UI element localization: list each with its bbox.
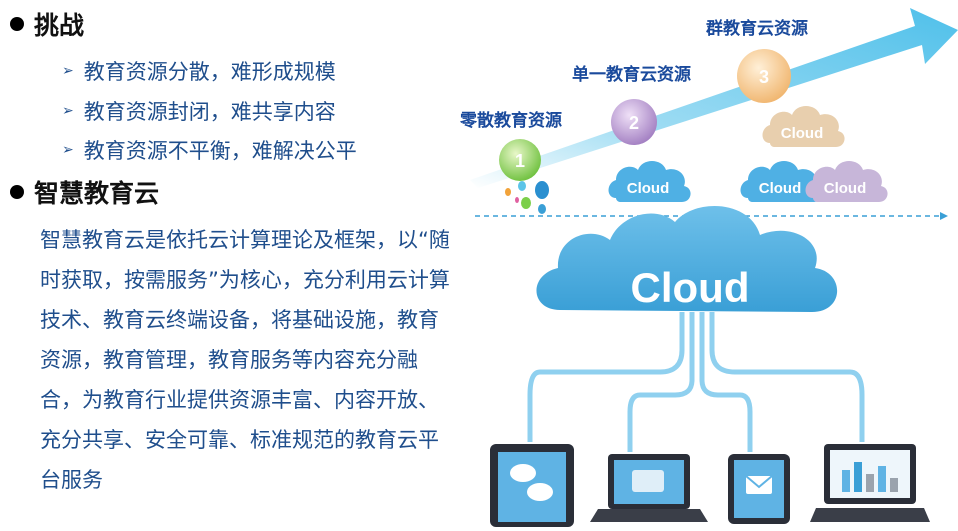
cloud-diagram: 1 2 3 Cloud Cloud Cloud Cloud [460, 0, 958, 527]
main-cloud: Cloud [536, 206, 838, 312]
stage-1-ball [499, 139, 541, 181]
challenge-heading: 挑战 [10, 6, 84, 42]
laptop-device-icon [590, 454, 708, 522]
smart-cloud-description: 智慧教育云是依托云计算理论及框架，以“随时获取，按需服务”为核心，充分利用云计算… [40, 228, 450, 492]
challenge-item: ➢ 教育资源封闭，难共享内容 [62, 96, 336, 126]
monitor-device-icon [810, 444, 930, 522]
main-cloud-label: Cloud [631, 264, 750, 311]
stage-2-number: 2 [629, 113, 639, 133]
stage-1-label: 零散教育资源 [460, 111, 562, 131]
small-cloud-stage-3-purple: Cloud [805, 161, 888, 202]
phone-device-icon [728, 454, 790, 524]
smart-cloud-title: 智慧教育云 [34, 179, 160, 208]
arrow-bullet-icon: ➢ [62, 142, 74, 158]
small-cloud-label: Cloud [781, 125, 824, 142]
growth-arrow [470, 8, 958, 188]
stage-2-label: 单一教育云资源 [572, 65, 691, 85]
connector-lines [527, 312, 865, 452]
small-cloud-label: Cloud [759, 180, 802, 197]
small-cloud-label: Cloud [824, 180, 867, 197]
stage-3-number: 3 [759, 67, 769, 87]
small-cloud-stage-3-tan: Cloud [762, 106, 845, 147]
small-cloud-stage-2: Cloud [608, 161, 691, 202]
arrow-bullet-icon: ➢ [62, 63, 74, 79]
arrow-bullet-icon: ➢ [62, 103, 74, 119]
small-cloud-stage-3-blue: Cloud [740, 161, 823, 202]
stage-3-label: 群教育云资源 [706, 19, 808, 39]
stage-1-number: 1 [515, 151, 525, 171]
challenge-item-text: 教育资源封闭，难共享内容 [83, 100, 336, 124]
small-cloud-label: Cloud [627, 180, 670, 197]
bullet-icon [10, 185, 24, 199]
stage-2-ball [611, 99, 657, 145]
challenge-title: 挑战 [34, 11, 85, 40]
challenge-item-text: 教育资源分散，难形成规模 [83, 60, 336, 84]
bullet-icon [10, 17, 24, 31]
divider-arrowhead-icon [940, 212, 948, 220]
left-text-panel: 挑战 ➢ 教育资源分散，难形成规模 ➢ 教育资源封闭，难共享内容 ➢ 教育资源不… [0, 0, 460, 527]
stage-3-ball [737, 49, 791, 103]
challenge-item: ➢ 教育资源不平衡，难解决公平 [62, 135, 357, 165]
droplets-icon [505, 181, 549, 214]
cloud-diagram-svg: 1 2 3 Cloud Cloud Cloud Cloud [470, 8, 958, 527]
challenge-item-text: 教育资源不平衡，难解决公平 [83, 139, 357, 163]
tablet-device-icon [490, 444, 574, 527]
smart-cloud-heading: 智慧教育云 [10, 174, 159, 210]
challenge-item: ➢ 教育资源分散，难形成规模 [62, 56, 336, 86]
